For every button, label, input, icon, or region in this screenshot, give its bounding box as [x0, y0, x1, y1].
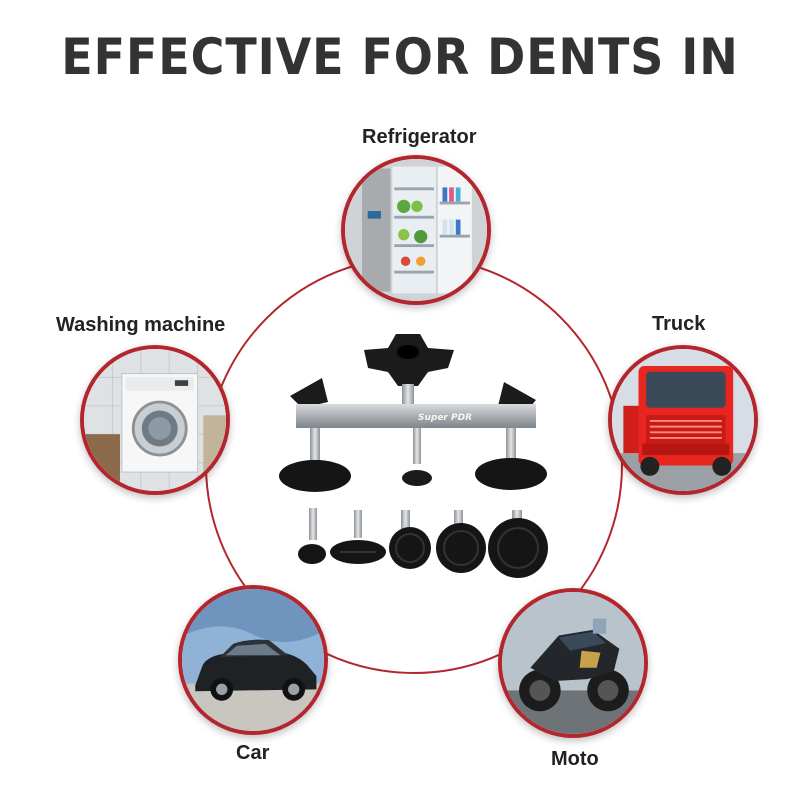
label-refrigerator: Refrigerator	[362, 126, 477, 148]
brand-text: Super PDR	[418, 413, 472, 423]
bubble-truck	[608, 345, 758, 495]
right-pad	[475, 458, 547, 490]
page-title: EFFECTIVE FOR DENTS IN	[61, 28, 739, 86]
left-foot	[290, 378, 328, 408]
moto-image	[502, 592, 644, 734]
dent-puller-tool: Super PDR	[279, 334, 548, 578]
glue-tabs	[298, 508, 548, 578]
left-pad	[279, 460, 351, 492]
bubble-moto	[498, 588, 648, 738]
bubble-refrigerator	[341, 155, 491, 305]
label-truck: Truck	[652, 313, 706, 335]
center-tab	[402, 470, 432, 486]
refrigerator-image	[345, 159, 487, 301]
label-washing-machine: Washing machine	[56, 314, 226, 336]
aluminum-bar	[296, 404, 536, 428]
label-car: Car	[236, 742, 270, 764]
bubble-washing-machine	[80, 345, 230, 495]
truck-image	[612, 349, 754, 491]
label-moto: Moto	[551, 748, 599, 770]
star-knob	[364, 334, 454, 386]
bubble-car	[178, 585, 328, 735]
car-image	[182, 589, 324, 731]
washing-machine-image	[84, 349, 226, 491]
